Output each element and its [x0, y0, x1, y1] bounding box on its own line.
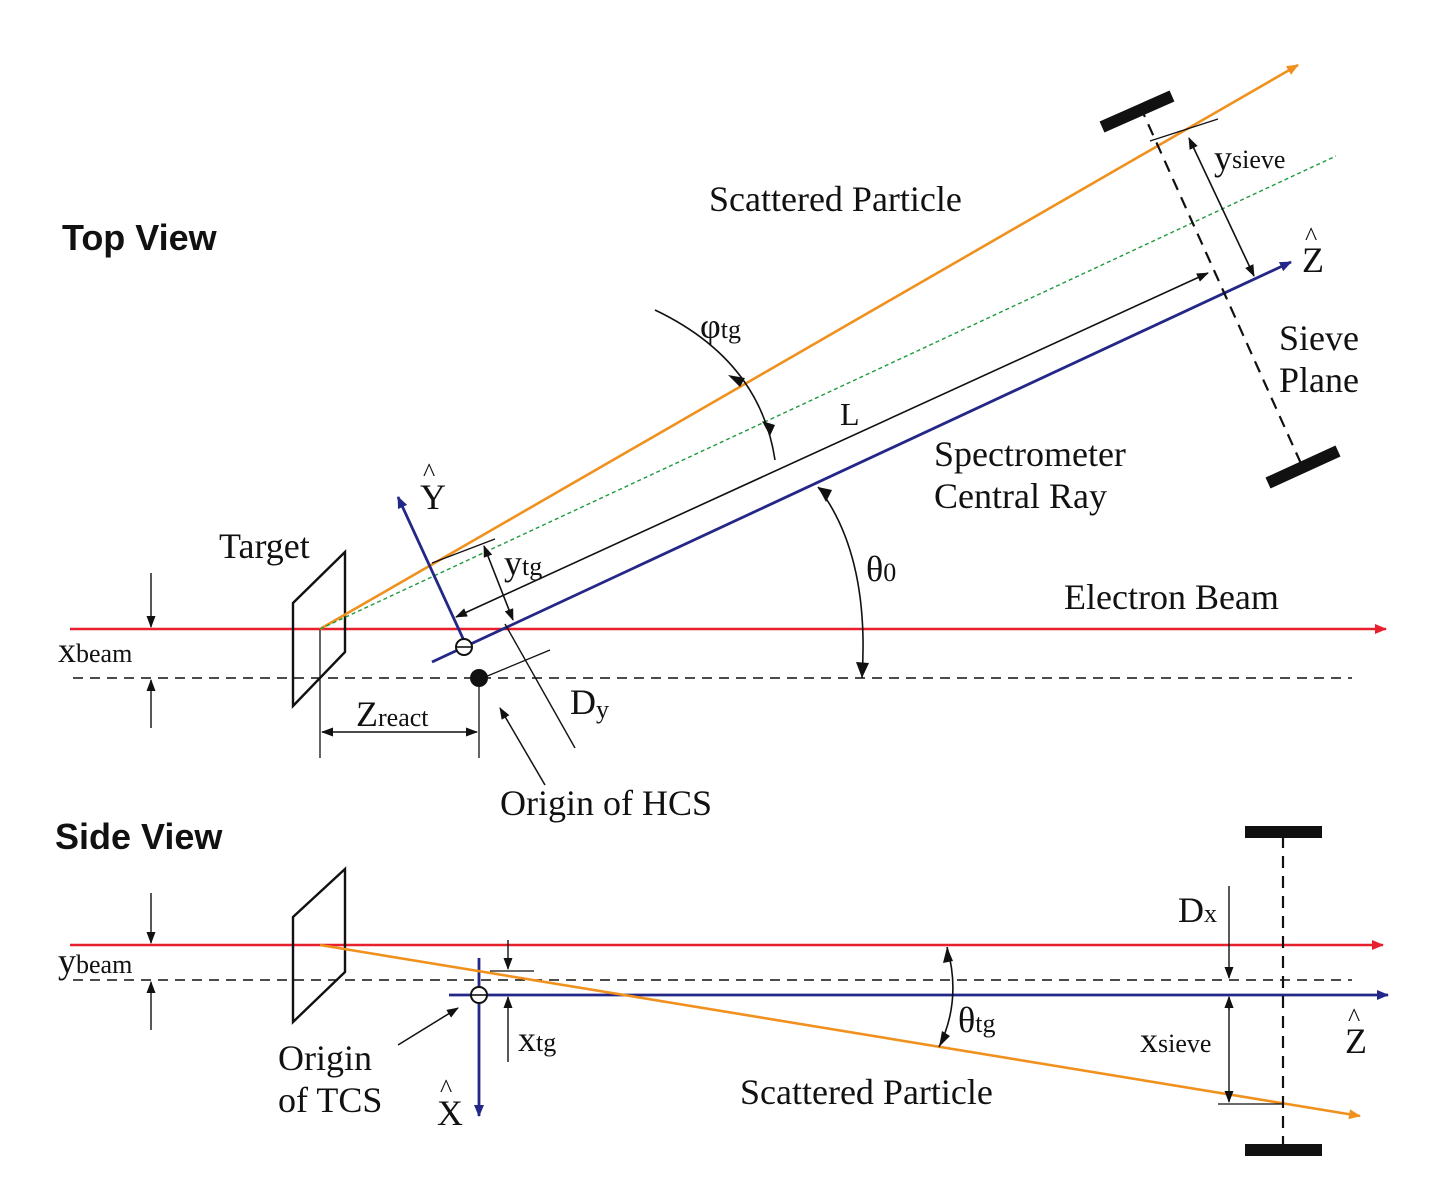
side-ybeam-label: ybeam: [58, 941, 132, 981]
top-ytg-label: ytg: [504, 543, 542, 583]
top-ytg-main: y: [504, 543, 522, 583]
top-L-dimension-arrow: [455, 272, 1209, 618]
top-electron-beam-label: Electron Beam: [1064, 577, 1279, 617]
side-xsieve-sub: sieve: [1158, 1029, 1211, 1058]
top-view-title: Top View: [62, 217, 218, 258]
side-dx-label: Dx: [1178, 890, 1217, 930]
top-xbeam-main: x: [58, 630, 76, 670]
top-z-hat-caret: ^: [1305, 222, 1317, 251]
side-z-hat-label: Z: [1345, 1021, 1367, 1061]
top-dy-main: D: [570, 682, 596, 722]
top-dy-extension: [484, 649, 551, 678]
side-theta-tg-arrowhead-2: [939, 1031, 950, 1047]
top-sieve-plane-dashed: [1138, 105, 1305, 469]
top-spectrometer-label: Spectrometer: [934, 434, 1126, 474]
top-theta0-main: θ: [866, 549, 883, 589]
top-xbeam-label: xbeam: [58, 630, 132, 670]
top-green-dashed-line: [319, 155, 1337, 630]
side-theta-tg-main: θ: [958, 1000, 975, 1040]
top-phi-arrowhead-2: [762, 421, 775, 436]
top-L-label: L: [840, 396, 860, 432]
side-dx-sub: x: [1204, 899, 1217, 928]
top-scattered-particle-label: Scattered Particle: [709, 179, 962, 219]
side-target-plate: [291, 866, 347, 1025]
top-scattered-particle-ray: [319, 63, 1299, 631]
side-tcs-pointer-arrow: [397, 1007, 459, 1046]
side-scattered-particle-ray: [319, 943, 1361, 1120]
top-y-hat-caret: ^: [423, 458, 435, 487]
side-view-title: Side View: [55, 816, 223, 857]
top-zreact-label: Zreact: [356, 694, 429, 734]
side-ybeam-main: y: [58, 941, 76, 981]
top-plane-label: Plane: [1279, 360, 1359, 400]
top-xbeam-sub: beam: [76, 639, 132, 668]
side-x-hat-caret: ^: [440, 1074, 452, 1103]
top-ysieve-main: y: [1214, 138, 1232, 178]
top-phi-sub: tg: [721, 315, 741, 344]
top-ytg-dimension-arrow: [483, 545, 514, 621]
side-of-tcs-label: of TCS: [278, 1080, 382, 1120]
side-xsieve-label: xsieve: [1140, 1020, 1211, 1060]
top-dy-sub: y: [596, 695, 609, 724]
top-ysieve-dimension-arrow: [1188, 137, 1255, 277]
top-sieve-label: Sieve: [1279, 318, 1359, 358]
side-xtg-label: xtg: [518, 1019, 556, 1059]
side-z-hat-caret: ^: [1348, 1003, 1360, 1032]
top-theta0-arc: [817, 486, 864, 679]
top-phi-main: φ: [700, 306, 721, 346]
top-hcs-origin-dot: [470, 669, 488, 687]
top-theta0-arrowhead-2: [856, 662, 869, 678]
side-xtg-main: x: [518, 1019, 536, 1059]
top-hcs-pointer-arrow: [499, 707, 546, 786]
side-x-hat-label: X: [437, 1093, 463, 1133]
top-ysieve-extension: [1149, 118, 1219, 142]
side-origin-label: Origin: [278, 1038, 372, 1078]
top-theta0-arrowhead-1: [818, 487, 832, 502]
top-ytg-sub: tg: [522, 552, 542, 581]
side-scattered-particle-label: Scattered Particle: [740, 1072, 993, 1112]
top-origin-hcs-label: Origin of HCS: [500, 783, 712, 823]
top-target-plate: [291, 549, 347, 709]
top-y-hat-axis: [396, 496, 468, 646]
top-zreact-main: Z: [356, 694, 378, 734]
top-theta0-sub: 0: [883, 558, 896, 587]
top-ysieve-label: ysieve: [1214, 138, 1285, 178]
top-theta0-label: θ0: [866, 549, 896, 589]
side-dx-main: D: [1178, 890, 1204, 930]
top-dy-label: Dy: [570, 682, 609, 724]
top-zreact-sub: react: [378, 703, 429, 732]
top-view: Top View: [58, 63, 1387, 823]
top-dy-dimension-line: [504, 623, 576, 749]
top-sieve-bar-lower: [1265, 445, 1341, 489]
top-target-label: Target: [219, 526, 310, 566]
top-y-hat-label: Y: [420, 477, 446, 517]
side-theta-tg-sub: tg: [975, 1009, 995, 1038]
top-phi-tg-arc: [654, 309, 776, 461]
top-phi-tg-label: φtg: [700, 306, 741, 346]
top-central-ray-label: Central Ray: [934, 476, 1107, 516]
top-ytg-extension: [431, 538, 496, 564]
top-ysieve-sub: sieve: [1232, 145, 1285, 174]
top-z-hat-label: Z: [1302, 240, 1324, 280]
side-theta-tg-label: θtg: [958, 1000, 995, 1040]
top-sieve-bar-upper: [1099, 90, 1175, 133]
side-theta-tg-arrowhead-1: [943, 947, 953, 963]
side-xsieve-main: x: [1140, 1020, 1158, 1060]
side-view: Side View: [55, 816, 1389, 1156]
side-xtg-sub: tg: [536, 1028, 556, 1057]
side-ybeam-sub: beam: [76, 950, 132, 979]
top-phi-arrowhead-1: [728, 375, 745, 387]
